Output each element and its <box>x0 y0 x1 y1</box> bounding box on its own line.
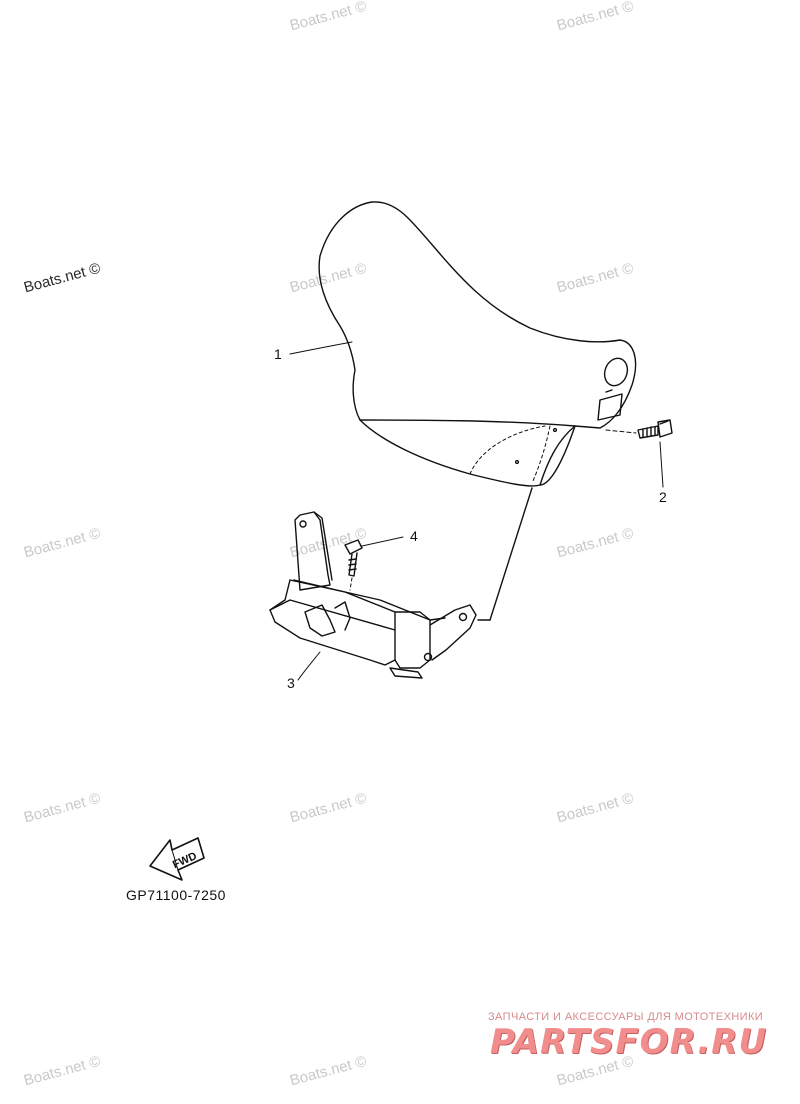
callout-4: 4 <box>410 528 418 544</box>
leader-line-4 <box>361 536 404 547</box>
bolt-part <box>605 419 673 439</box>
bracket-part <box>269 487 533 679</box>
callout-1: 1 <box>274 346 282 362</box>
leader-line-2 <box>659 441 664 488</box>
leader-line-1 <box>289 341 353 355</box>
brand-tagline: ЗАПЧАСТИ И АКСЕССУАРЫ ДЛЯ МОТОТЕХНИКИ <box>488 1011 764 1023</box>
callout-3: 3 <box>287 675 295 691</box>
diagram-code: GP71100-7250 <box>126 887 226 903</box>
brand-logo: PARTSFOR.RU <box>490 1022 768 1062</box>
seat-part <box>318 201 637 487</box>
leader-line-3 <box>297 651 321 681</box>
screw-part <box>344 539 363 591</box>
fwd-arrow-icon: FWD <box>149 837 205 881</box>
callout-2: 2 <box>659 489 667 505</box>
